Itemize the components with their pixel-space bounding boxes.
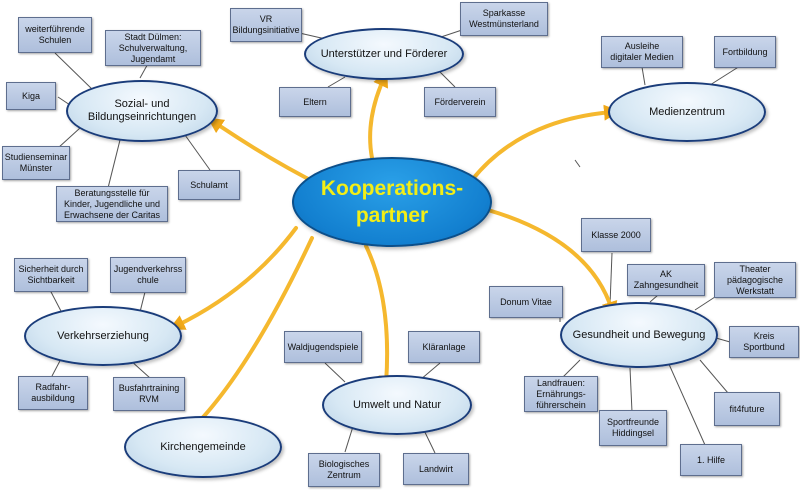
- leaf-vr-bildungsinitiative: VR Bildungsinitiative: [230, 8, 302, 42]
- leaf-studienseminar: Studienseminar Münster: [2, 146, 70, 180]
- leaf-foerderverein: Förderverein: [424, 87, 496, 117]
- leaf-klasse-2000: Klasse 2000: [581, 218, 651, 252]
- leaf-sportfreunde-hiddingsel: Sportfreunde Hiddingsel: [599, 410, 667, 446]
- connector-line: [184, 134, 211, 171]
- connector-line: [709, 65, 741, 86]
- leaf-eltern: Eltern: [279, 87, 351, 117]
- leaf-klaeranlage: Kläranlage: [408, 331, 480, 363]
- leaf-fit4future: fit4future: [714, 392, 780, 426]
- connector-line: [49, 289, 63, 314]
- leaf-kreis-sportbund: Kreis Sportbund: [729, 326, 799, 358]
- leaf-fortbildung: Fortbildung: [714, 36, 776, 68]
- connector-line: [54, 52, 96, 93]
- connector-line: [57, 127, 81, 149]
- connector-line: [107, 139, 121, 189]
- leaf-sicherheit: Sicherheit durch Sichtbarkeit: [14, 258, 88, 292]
- leaf-ausleihe-digitaler-medien: Ausleihe digitaler Medien: [601, 36, 683, 68]
- leaf-landfrauen: Landfrauen: Ernährungs- führerschein: [524, 376, 598, 412]
- leaf-landwirt: Landwirt: [403, 453, 469, 485]
- leaf-sparkasse: Sparkasse Westmünsterland: [460, 2, 548, 36]
- connector-line: [641, 66, 646, 86]
- connector-line: [327, 76, 346, 88]
- arrow-to-gesundheit: [486, 208, 618, 318]
- connector-line: [715, 337, 731, 343]
- leaf-theater-werkstatt: Theater pädagogische Werkstatt: [714, 262, 796, 298]
- hub-kirche: Kirchengemeinde: [124, 416, 282, 478]
- leaf-busfahrtraining: Busfahrtraining RVM: [113, 377, 185, 411]
- leaf-erste-hilfe: 1. Hilfe: [680, 444, 742, 476]
- leaf-weiterfuehrende-schulen: weiterführende Schulen: [18, 17, 92, 53]
- connector-line: [699, 359, 729, 394]
- hub-medien: Medienzentrum: [608, 82, 766, 142]
- connector-line: [609, 252, 613, 306]
- arrow-to-kirche: [187, 236, 314, 434]
- connector-line: [439, 71, 456, 88]
- connector-line: [324, 362, 346, 383]
- arrow-to-verkehr: [168, 226, 298, 330]
- leaf-kiga: Kiga: [6, 82, 56, 110]
- leaf-radfahrausbildung: Radfahr- ausbildung: [18, 376, 88, 410]
- leaf-jugendverkehrsschule: Jugendverkehrss chule: [110, 257, 186, 293]
- stray-mark: [574, 159, 581, 168]
- leaf-stadt-duelmen: Stadt Dülmen: Schulverwaltung, Jugendamt: [105, 30, 201, 66]
- hub-gesundheit: Gesundheit und Bewegung: [560, 302, 718, 368]
- leaf-beratungsstelle: Beratungsstelle für Kinder, Jugendliche …: [56, 186, 168, 222]
- hub-unterstuetzer: Unterstützer und Förderer: [304, 28, 464, 80]
- center-node: Kooperations- partner: [292, 157, 492, 247]
- hub-umwelt: Umwelt und Natur: [322, 375, 472, 435]
- connector-line: [667, 361, 706, 446]
- hub-verkehr: Verkehrserziehung: [24, 306, 182, 366]
- arrow-to-unterstuetzer: [368, 70, 388, 160]
- leaf-biologisches-zentrum: Biologisches Zentrum: [308, 453, 380, 487]
- hub-sozial: Sozial- und Bildungseinrichtungen: [66, 80, 218, 142]
- connector-line: [139, 291, 146, 313]
- arrow-to-umwelt: [364, 244, 395, 392]
- leaf-schulamt: Schulamt: [178, 170, 240, 200]
- connector-line: [561, 359, 581, 379]
- leaf-waldjugendspiele: Waldjugendspiele: [284, 331, 362, 363]
- connector-line: [629, 367, 633, 413]
- connector-line: [649, 294, 659, 303]
- leaf-ak-zahngesundheit: AK Zahngesundheit: [627, 264, 705, 296]
- leaf-donum-vitae: Donum Vitae: [489, 286, 563, 318]
- arrow-to-medien: [470, 104, 620, 182]
